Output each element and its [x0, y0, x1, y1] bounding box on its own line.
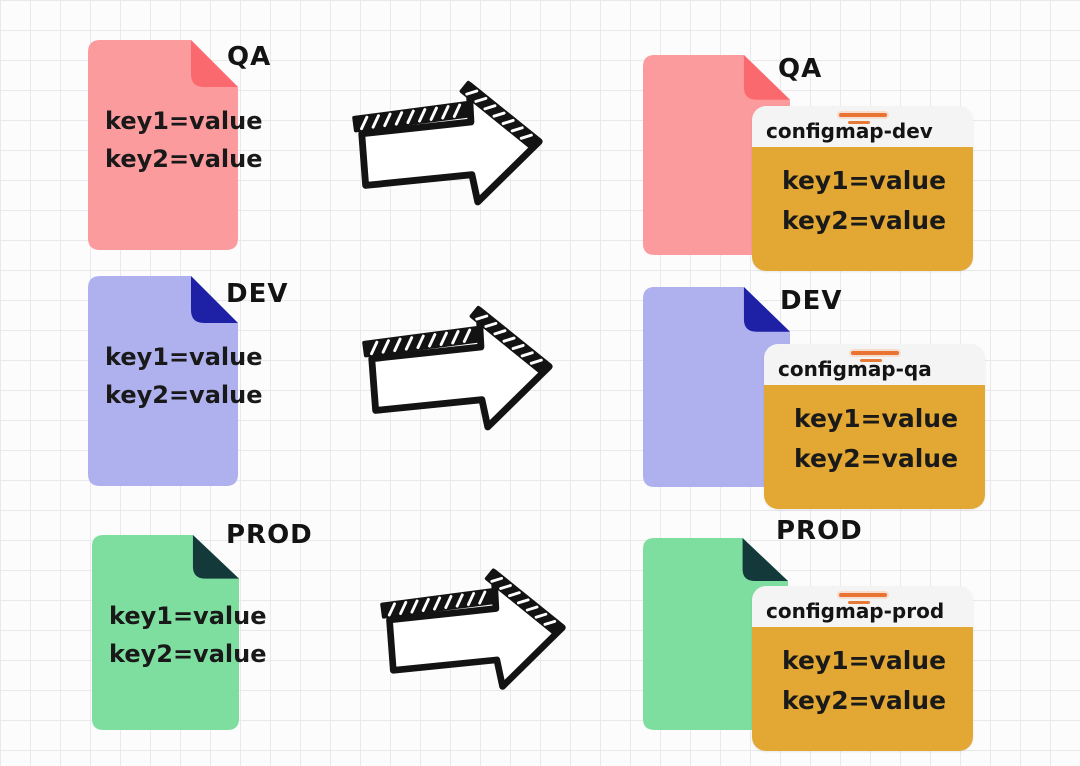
transform-arrow-icon	[352, 77, 547, 209]
configmap-card-header: configmap-dev	[752, 106, 973, 147]
source-file-dev: key1=value key2=value	[88, 276, 262, 486]
source-file-prod: key1=value key2=value	[92, 535, 266, 730]
file-body	[88, 40, 238, 250]
file-fold-corner	[191, 40, 238, 87]
config-line: key1=value	[794, 404, 959, 433]
orange-lines-icon	[838, 113, 887, 124]
configmap-card-dev: configmap-dev key1=value key2=value	[752, 106, 973, 271]
target-file-dev	[643, 287, 790, 487]
env-label-target-prod: PROD	[776, 516, 863, 546]
config-line: key1=value	[105, 107, 263, 135]
file-fold-corner	[742, 538, 788, 581]
file-body	[88, 276, 238, 486]
file-body	[643, 538, 788, 730]
config-line: key2=value	[782, 686, 947, 715]
env-label-source-prod: PROD	[226, 520, 313, 550]
config-line: key1=value	[782, 646, 947, 675]
configmap-body: key1=value key2=value	[752, 627, 973, 751]
config-line: key2=value	[105, 381, 263, 409]
configmap-name: configmap-prod	[766, 599, 945, 623]
configmap-name: configmap-dev	[766, 119, 933, 143]
file-fold-corner	[191, 276, 238, 323]
configmap-name: configmap-qa	[778, 357, 932, 381]
orange-lines-icon	[838, 593, 887, 604]
file-fold-corner	[743, 287, 790, 332]
config-line: key2=value	[105, 145, 263, 173]
config-line: key2=value	[782, 206, 947, 235]
env-label-target-qa: QA	[778, 54, 823, 84]
configmap-body: key1=value key2=value	[752, 147, 973, 271]
transform-arrow-icon	[380, 564, 570, 694]
configmap-body: key1=value key2=value	[764, 385, 985, 509]
file-body	[643, 287, 790, 487]
configmap-card-qa: configmap-qa key1=value key2=value	[764, 344, 985, 509]
configmap-card-header: configmap-prod	[752, 586, 973, 627]
configmap-card-prod: configmap-prod key1=value key2=value	[752, 586, 973, 751]
config-line: key2=value	[109, 640, 267, 668]
env-label-source-dev: DEV	[226, 279, 289, 309]
configmap-card-header: configmap-qa	[764, 344, 985, 385]
config-line: key2=value	[794, 444, 959, 473]
env-label-source-qa: QA	[227, 42, 272, 72]
config-line: key1=value	[109, 602, 267, 630]
file-fold-corner	[743, 55, 790, 100]
file-body	[92, 535, 239, 730]
config-line: key1=value	[782, 166, 947, 195]
source-file-qa: key1=value key2=value	[88, 40, 262, 250]
orange-lines-icon	[850, 351, 899, 362]
transform-arrow-icon	[362, 302, 557, 434]
target-file-prod	[643, 538, 788, 730]
env-label-target-dev: DEV	[780, 286, 843, 316]
config-line: key1=value	[105, 343, 263, 371]
